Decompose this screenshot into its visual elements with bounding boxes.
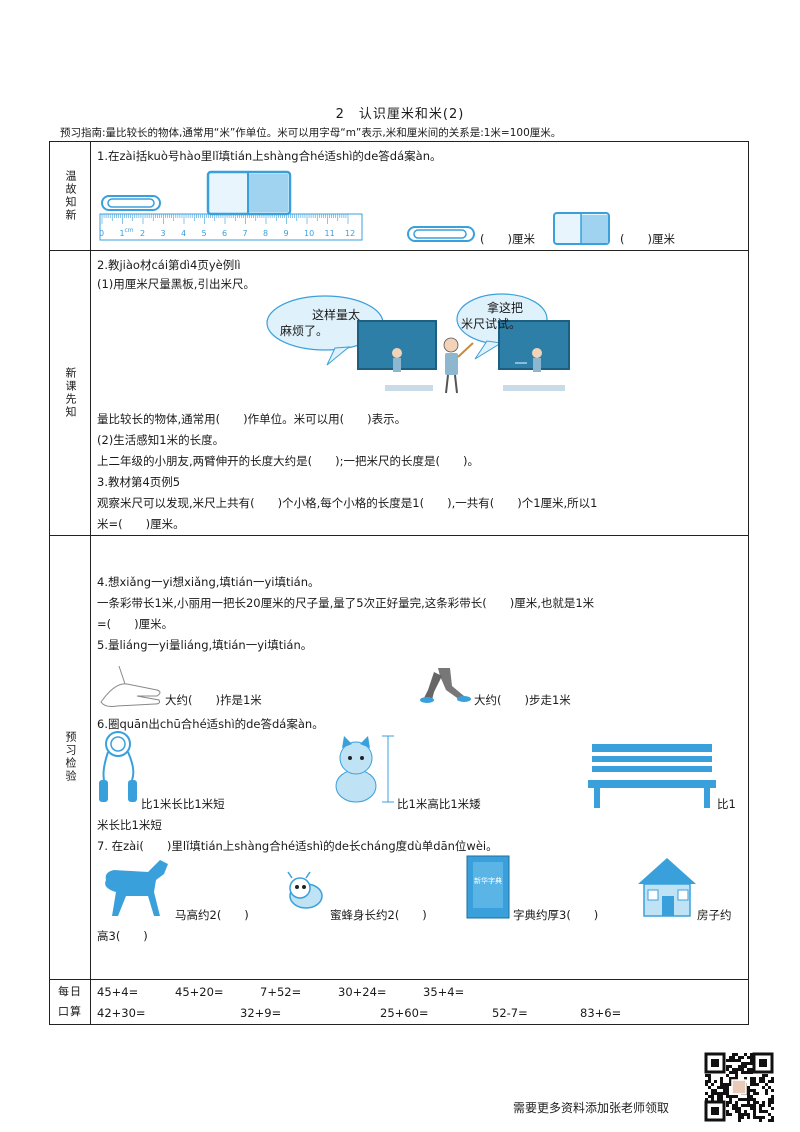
math-2-5[interactable]: 83+6=	[580, 1006, 622, 1020]
ruler-tick-label: 11	[325, 229, 335, 238]
q3-line2[interactable]: 米=( )厘米。	[97, 517, 185, 531]
ruler-body	[99, 213, 363, 241]
daily-label-2: 口算	[58, 1005, 82, 1018]
ruler-tick-label: 9	[284, 229, 289, 238]
house-icon	[638, 858, 696, 917]
q4-line2[interactable]: =( )厘米。	[97, 617, 174, 631]
ruler-tick-label: 5	[202, 229, 207, 238]
q7-item4b[interactable]: 高3( )	[97, 929, 148, 943]
math-2-1[interactable]: 42+30=	[97, 1006, 146, 1020]
q6-item3a[interactable]: 比1	[717, 797, 736, 811]
q6-item2[interactable]: 比1米高比1米矮	[397, 797, 481, 811]
q2-sub1: (1)用厘米尺量黑板,引出米尺。	[97, 277, 255, 291]
eraser-small-icon	[553, 212, 610, 245]
q2-text: 2.教jiào材cái第dì4页yè例lì	[97, 258, 241, 272]
student-figure	[392, 348, 542, 372]
paper-clip-small-icon	[407, 226, 475, 242]
dictionary-icon	[466, 855, 510, 919]
walking-legs-icon	[420, 668, 471, 703]
q5-text: 5.量liáng一yi量liáng,填tián一yi填tián。	[97, 638, 313, 652]
ruler-tick-label: 7	[243, 229, 248, 238]
ruler-tick-label: 3	[161, 229, 166, 238]
eraser-icon	[206, 170, 292, 216]
q7-item1[interactable]: 马高约2( )	[175, 908, 249, 922]
section-preview-label: 新课先知	[64, 366, 77, 419]
bubble-left-text: 这样量太 麻烦了。	[280, 307, 361, 339]
math-1-1[interactable]: 45+4=	[97, 985, 139, 999]
classroom-illustration	[266, 293, 570, 394]
math-2-3[interactable]: 25+60=	[380, 1006, 429, 1020]
row-divider	[50, 535, 748, 536]
jump-rope-icon	[99, 731, 137, 802]
ruler-tick-label: 2	[140, 229, 145, 238]
ruler-tick-label: 1	[120, 229, 125, 238]
q1-blank-eraser[interactable]: ( )厘米	[620, 232, 675, 246]
math-1-4[interactable]: 30+24=	[338, 985, 387, 999]
q2-sub2: (2)生活感知1米的长度。	[97, 433, 225, 447]
preview-guide: 预习指南:量比较长的物体,通常用“米”作单位。米可以用字母“m”表示,米和厘米间…	[60, 127, 562, 139]
q4-line1[interactable]: 一条彩带长1米,小丽用一把长20厘米的尺子量,量了5次正好量完,这条彩带长( )…	[97, 596, 595, 610]
math-1-5[interactable]: 35+4=	[423, 985, 465, 999]
q7-item3[interactable]: 字典约厚3( )	[513, 908, 599, 922]
bubble-right-line1: 拿这把	[487, 301, 524, 315]
section-daily-label: 每日 口算	[50, 979, 90, 1025]
q7-text: 7. 在zài( )里lǐ填tián上shàng合hé适shì的de长cháng…	[97, 839, 498, 853]
horse-icon	[105, 860, 168, 916]
bee-icon	[287, 871, 323, 909]
ruler-tick-label: 10	[304, 229, 314, 238]
bubble-left-line1: 这样量太	[312, 308, 361, 322]
q5-item2[interactable]: 大约( )步走1米	[474, 693, 571, 707]
math-2-2[interactable]: 32+9=	[240, 1006, 282, 1020]
bubble-left-line2: 麻烦了。	[280, 324, 329, 338]
q3-line1[interactable]: 观察米尺可以发现,米尺上共有( )个小格,每个小格的长度是1( ),一共有( )…	[97, 496, 598, 510]
row-divider	[50, 979, 748, 980]
q4-text: 4.想xiǎng一yi想xiǎng,填tián一yi填tián。	[97, 575, 320, 589]
ruler-tick-label: 6	[222, 229, 227, 238]
q1-blank-clip[interactable]: ( )厘米	[480, 232, 535, 246]
row-divider	[50, 250, 748, 251]
q6-item3b[interactable]: 米长比1米短	[97, 818, 162, 832]
ruler-tick-label: 0	[99, 229, 104, 238]
qr-code-icon[interactable]	[704, 1052, 774, 1122]
math-1-3[interactable]: 7+52=	[260, 985, 302, 999]
ruler-tick-label: 12	[345, 229, 355, 238]
paper-clip-icon	[101, 195, 161, 211]
section-review-label: 温故知新	[64, 170, 77, 222]
math-1-2[interactable]: 45+20=	[175, 985, 224, 999]
worksheet-table: 温故知新 新课先知 预习检验 每日 口算	[49, 141, 749, 1025]
ruler-tick-label: 4	[181, 229, 186, 238]
q1-text: 1.在zài括kuò号hào里lǐ填tián上shàng合hé适shì的de答d…	[97, 149, 442, 163]
ruler-unit-label: cm	[125, 227, 134, 234]
q6-text: 6.圈quān出chū合hé适shì的de答dá案àn。	[97, 717, 324, 731]
q3-text: 3.教材第4页例5	[97, 475, 181, 489]
cat-icon	[335, 735, 394, 803]
q2-line1[interactable]: 量比较长的物体,通常用( )作单位。米可以用( )表示。	[97, 412, 407, 426]
footer-note: 需要更多资料添加张老师领取	[513, 1101, 670, 1115]
hand-span-icon	[100, 665, 161, 707]
column-divider	[90, 142, 91, 1024]
q5-item1[interactable]: 大约( )拃是1米	[165, 693, 262, 707]
dictionary-title: 新华字典	[474, 877, 502, 885]
q7-item4[interactable]: 房子约	[697, 908, 732, 922]
q7-item2[interactable]: 蜜蜂身长约2( )	[330, 908, 427, 922]
page-title: 2 认识厘米和米(2)	[335, 107, 465, 122]
ruler-tick-label: 8	[263, 229, 268, 238]
speech-bubble-left	[266, 295, 384, 366]
teacher-figure	[443, 337, 474, 394]
q6-item1[interactable]: 比1米长比1米短	[141, 797, 225, 811]
daily-label-1: 每日	[58, 985, 82, 998]
math-2-4[interactable]: 52-7=	[492, 1006, 528, 1020]
bubble-right-text: 拿这把 米尺试试。	[461, 300, 524, 332]
bench-icon	[588, 744, 716, 808]
bubble-right-line2: 米尺试试。	[461, 317, 522, 331]
q2-line2[interactable]: 上二年级的小朋友,两臂伸开的长度大约是( );一把米尺的长度是( )。	[97, 454, 479, 468]
section-check-label: 预习检验	[64, 731, 77, 783]
